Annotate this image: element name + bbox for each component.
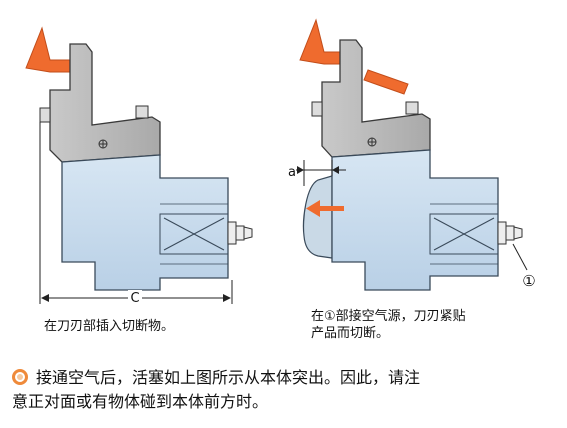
caution-note: 接通空气后，活塞如上图所示从本体突出。因此，请注 意正对面或有物体碰到本体前方时… [12, 366, 560, 414]
right-caption: 在①部接空气源，刀刃紧贴 产品而切断。 [311, 308, 541, 342]
dimension-a-label: a [288, 165, 296, 180]
port-marker: ① [522, 272, 535, 290]
right-body [331, 149, 499, 291]
right-bolt-2 [405, 101, 419, 115]
note-line1: 接通空气后，活塞如上图所示从本体突出。因此，请注 [36, 368, 421, 387]
right-bracket [321, 39, 431, 158]
right-cutter-figure: a ① [288, 18, 536, 291]
piston-direction-arrow [306, 200, 344, 217]
right-piston [302, 175, 333, 259]
bullet-circle-icon [12, 369, 28, 385]
left-cutter-figure: C [25, 26, 253, 306]
right-air-fitting [497, 221, 523, 245]
note-line2: 意正对面或有物体碰到本体前方时。 [12, 392, 269, 411]
left-caption: 在刀刃部插入切断物。 [44, 319, 175, 334]
port-leader [512, 243, 528, 271]
left-body [61, 154, 229, 291]
right-caption-line1: 在①部接空气源，刀刃紧贴 [311, 309, 466, 324]
right-caption-line2: 产品而切断。 [311, 326, 390, 341]
left-bolt-2 [135, 105, 149, 119]
left-bolt-1 [39, 107, 51, 123]
left-air-fitting [227, 221, 253, 245]
right-bolt-1 [311, 101, 323, 117]
right-cut-piece [363, 69, 409, 95]
left-bracket [49, 43, 161, 163]
dimension-c-label: C [130, 291, 139, 306]
